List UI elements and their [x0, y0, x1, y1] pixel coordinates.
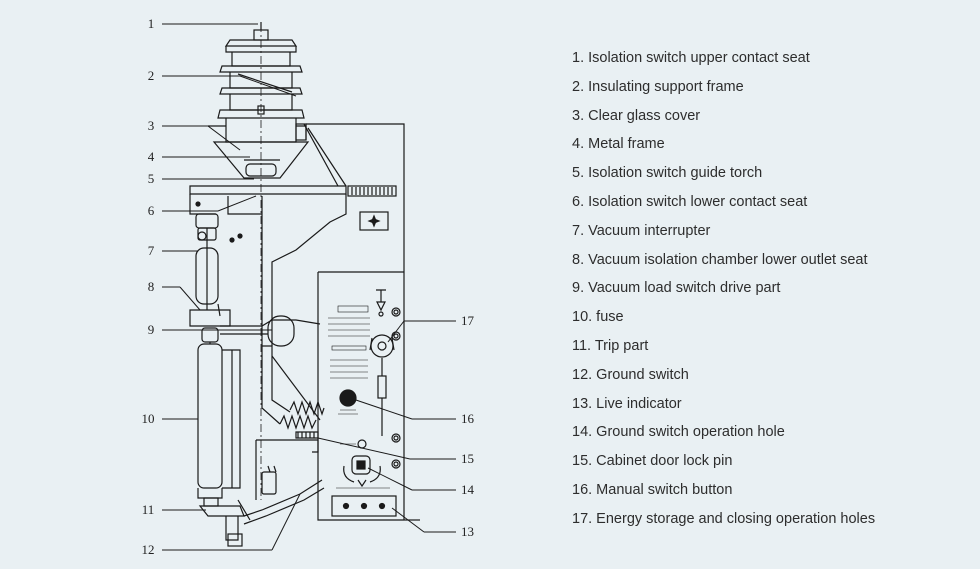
callout-10: 10: [142, 411, 155, 426]
switchgear-diagram: 1 2 3 4 5 6 7 8 9 10 11 12 13 14 15 16 1…: [142, 16, 475, 557]
legend-item: 7. Vacuum interrupter: [572, 222, 711, 239]
legend-item: 9. Vacuum load switch drive part: [572, 280, 781, 297]
callout-14: 14: [461, 482, 475, 497]
callout-13: 13: [461, 524, 474, 539]
metal-frame: [189, 123, 405, 520]
legend-list: 1. Isolation switch upper contact seat 2…: [572, 48, 972, 538]
callout-11: 11: [142, 502, 155, 517]
legend-item: 12. Ground switch: [572, 366, 689, 383]
callout-9: 9: [148, 322, 155, 337]
callout-1: 1: [148, 16, 155, 31]
ground-switch: [198, 431, 325, 547]
legend-item: 1. Isolation switch upper contact seat: [572, 50, 810, 66]
legend-item: 11. Trip part: [572, 337, 649, 354]
callout-2: 2: [148, 68, 155, 83]
callout-4: 4: [148, 149, 155, 164]
legend-item: 3. Clear glass cover: [572, 107, 701, 124]
legend-item: 15. Cabinet door lock pin: [572, 453, 733, 470]
legend-item: 17. Energy storage and closing operation…: [572, 510, 876, 527]
callout-3: 3: [148, 118, 155, 133]
callout-17: 17: [461, 313, 475, 328]
legend-item: 13. Live indicator: [572, 395, 682, 412]
callout-6: 6: [148, 203, 155, 218]
callout-16: 16: [461, 411, 475, 426]
vacuum-interrupter: [189, 213, 231, 327]
legend-item: 10. fuse: [572, 309, 624, 326]
callout-5: 5: [148, 171, 155, 186]
legend-item: 2. Insulating support frame: [572, 78, 744, 95]
callout-7: 7: [148, 243, 155, 258]
callout-15: 15: [461, 451, 474, 466]
operation-panel: [317, 271, 420, 521]
legend-item: 5. Isolation switch guide torch: [572, 165, 763, 182]
fuse: [197, 327, 241, 507]
legend-item: 4. Metal frame: [572, 136, 665, 153]
callout-8: 8: [148, 279, 155, 294]
support-frame: [208, 118, 347, 187]
legend-item: 16. Manual switch button: [572, 481, 733, 498]
callout-12: 12: [142, 542, 155, 557]
legend-item: 14. Ground switch operation hole: [572, 424, 785, 441]
legend-item: 8. Vacuum isolation chamber lower outlet…: [572, 251, 868, 268]
leader-lines: [162, 23, 456, 551]
drive-part: [220, 315, 325, 430]
callout-numbers: 1 2 3 4 5 6 7 8 9 10 11 12 13 14 15 16 1…: [142, 16, 475, 557]
legend-item: 6. Isolation switch lower contact seat: [572, 193, 808, 210]
